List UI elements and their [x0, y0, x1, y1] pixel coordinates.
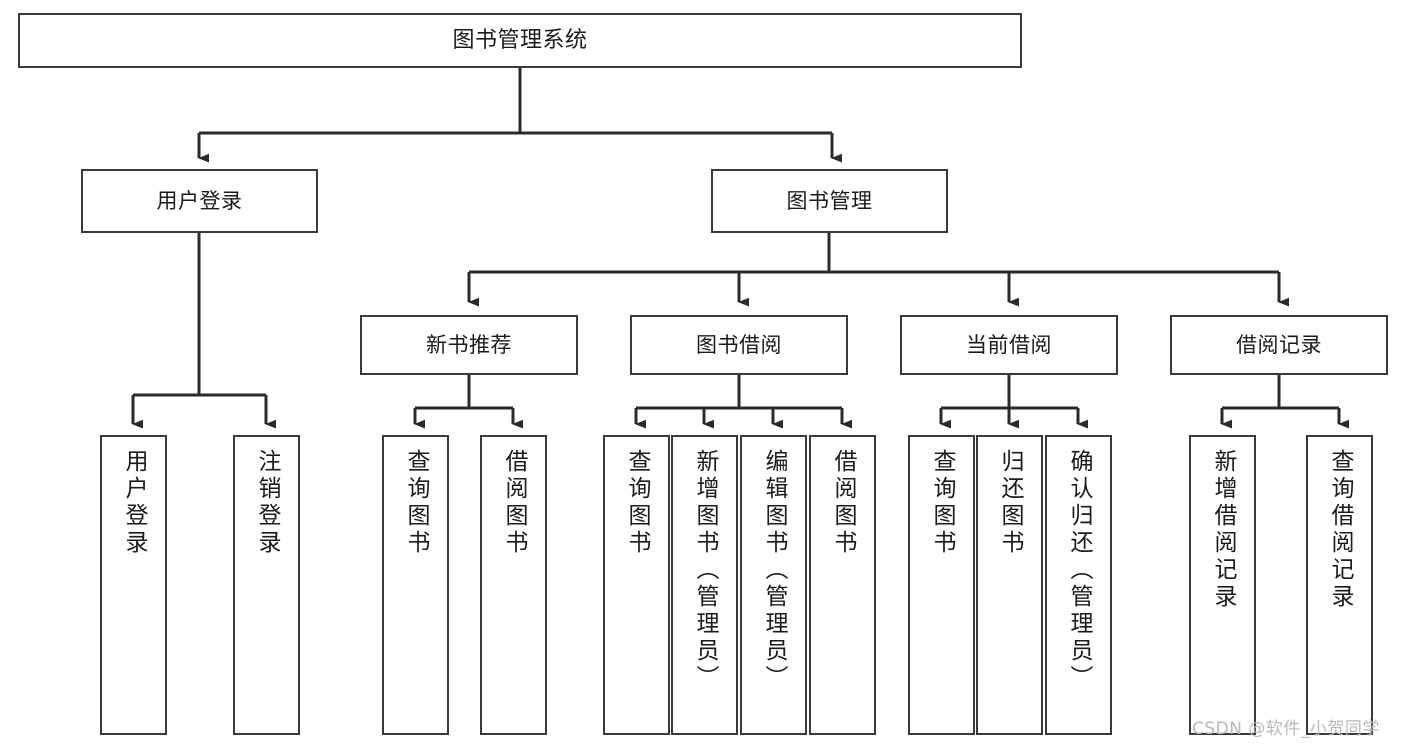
leaf-current-confirm-return-label: 确认归还（管理员）: [1066, 449, 1092, 692]
node-user-login[interactable]: 用户登录: [81, 169, 318, 233]
leaf-user-login-label: 用户登录: [121, 449, 147, 557]
leaf-borrow-edit-book-label: 编辑图书（管理员）: [761, 449, 787, 692]
leaf-record-query-record[interactable]: 查询借阅记录: [1306, 435, 1373, 735]
leaf-borrow-edit-book[interactable]: 编辑图书（管理员）: [740, 435, 807, 735]
node-new-book-recommend[interactable]: 新书推荐: [360, 315, 578, 375]
node-borrow-record-label: 借阅记录: [1236, 332, 1322, 357]
leaf-record-add-record-label: 新增借阅记录: [1210, 449, 1236, 611]
leaf-user-login[interactable]: 用户登录: [100, 435, 167, 735]
leaf-borrow-add-book[interactable]: 新增图书（管理员）: [671, 435, 738, 735]
leaf-borrow-query-book[interactable]: 查询图书: [603, 435, 670, 735]
leaf-current-return-book[interactable]: 归还图书: [976, 435, 1043, 735]
node-book-borrow-label: 图书借阅: [696, 332, 782, 357]
leaf-borrow-query-book-label: 查询图书: [624, 449, 650, 557]
leaf-current-query-book-label: 查询图书: [929, 449, 955, 557]
node-root[interactable]: 图书管理系统: [18, 13, 1022, 68]
leaf-borrow-add-book-label: 新增图书（管理员）: [692, 449, 718, 692]
leaf-recommend-borrow-book[interactable]: 借阅图书: [480, 435, 547, 735]
leaf-recommend-query-book[interactable]: 查询图书: [382, 435, 449, 735]
node-new-book-recommend-label: 新书推荐: [426, 332, 512, 357]
node-borrow-record[interactable]: 借阅记录: [1170, 315, 1388, 375]
leaf-current-query-book[interactable]: 查询图书: [908, 435, 975, 735]
node-book-borrow[interactable]: 图书借阅: [630, 315, 848, 375]
leaf-current-return-book-label: 归还图书: [997, 449, 1023, 557]
node-user-login-label: 用户登录: [156, 188, 243, 213]
node-book-management[interactable]: 图书管理: [711, 169, 948, 233]
leaf-borrow-borrow-book-label: 借阅图书: [830, 449, 856, 557]
node-book-management-label: 图书管理: [786, 188, 873, 213]
node-current-borrow-label: 当前借阅: [966, 332, 1052, 357]
leaf-record-add-record[interactable]: 新增借阅记录: [1189, 435, 1256, 735]
leaf-record-query-record-label: 查询借阅记录: [1327, 449, 1353, 611]
node-root-label: 图书管理系统: [452, 27, 588, 53]
node-current-borrow[interactable]: 当前借阅: [900, 315, 1118, 375]
leaf-recommend-borrow-book-label: 借阅图书: [501, 449, 527, 557]
leaf-borrow-borrow-book[interactable]: 借阅图书: [809, 435, 876, 735]
leaf-current-confirm-return[interactable]: 确认归还（管理员）: [1045, 435, 1112, 735]
leaf-user-logout-label: 注销登录: [254, 449, 280, 557]
leaf-recommend-query-book-label: 查询图书: [403, 449, 429, 557]
leaf-user-logout[interactable]: 注销登录: [233, 435, 300, 735]
csdn-watermark: CSDN @软件_小贺同学: [1192, 719, 1380, 739]
